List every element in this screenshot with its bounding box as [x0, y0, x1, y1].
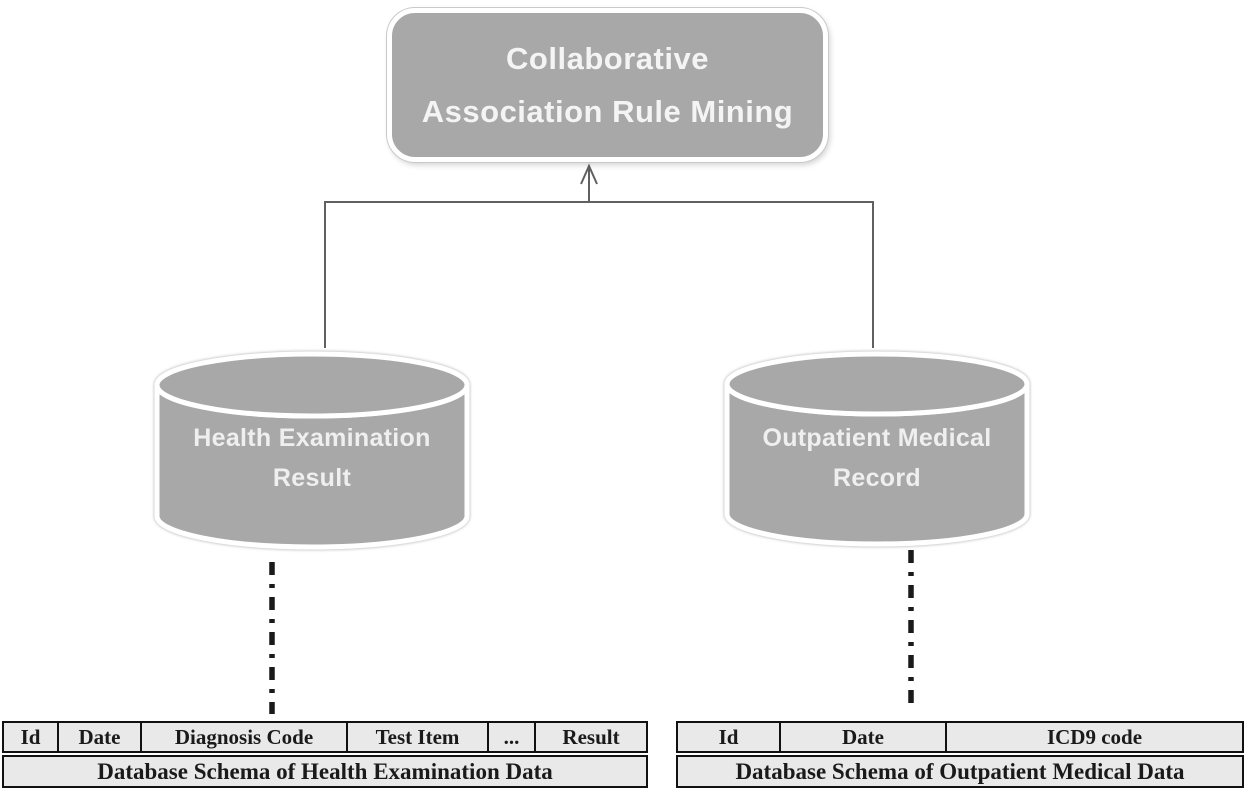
- database-label-line1: Health Examination: [193, 424, 431, 452]
- database-cylinder-icon: [724, 351, 1030, 547]
- column-header: Result: [562, 724, 620, 749]
- column-header: ICD9 code: [1046, 724, 1143, 749]
- column-header: Date: [781, 723, 947, 751]
- arrowhead-icon: [580, 163, 598, 185]
- column-header: Id: [678, 723, 781, 751]
- bracket-line: [324, 201, 874, 348]
- schema-header-row: Id Date ICD9 code: [676, 721, 1244, 753]
- schema-header-row: Id Date Diagnosis Code Test Item ... Res…: [2, 721, 648, 753]
- column-header: Diagnosis Code: [142, 723, 348, 751]
- column-header: ...: [489, 723, 536, 751]
- schema-table-health-exam: Id Date Diagnosis Code Test Item ... Res…: [2, 721, 648, 788]
- column-header: Date: [59, 723, 142, 751]
- database-cylinder-icon: [154, 351, 470, 550]
- schema-caption: Database Schema of Health Examination Da…: [97, 758, 553, 784]
- schema-caption-row: Database Schema of Health Examination Da…: [2, 755, 648, 788]
- database-label-line2: Result: [272, 464, 352, 492]
- schema-table-outpatient: Id Date ICD9 code Database Schema of Out…: [676, 721, 1244, 788]
- database-label-line2: Record: [833, 464, 921, 492]
- root-node-title-line1: Collaborative: [506, 41, 709, 76]
- root-node-collaborative-mining: Collaborative Association Rule Mining: [387, 8, 828, 162]
- database-label-health-examination: Health Examination Result: [151, 418, 473, 498]
- schema-caption: Database Schema of Outpatient Medical Da…: [735, 758, 1185, 784]
- database-label-line1: Outpatient Medical: [762, 424, 992, 452]
- column-header: Test Item: [348, 723, 489, 751]
- root-node-title-line2: Association Rule Mining: [421, 94, 794, 129]
- schema-caption-row: Database Schema of Outpatient Medical Da…: [676, 755, 1244, 788]
- database-health-examination: Health Examination Result: [151, 350, 473, 552]
- database-label-outpatient-medical: Outpatient Medical Record: [721, 418, 1033, 498]
- column-header: Id: [4, 723, 59, 751]
- database-outpatient-medical: Outpatient Medical Record: [721, 350, 1033, 550]
